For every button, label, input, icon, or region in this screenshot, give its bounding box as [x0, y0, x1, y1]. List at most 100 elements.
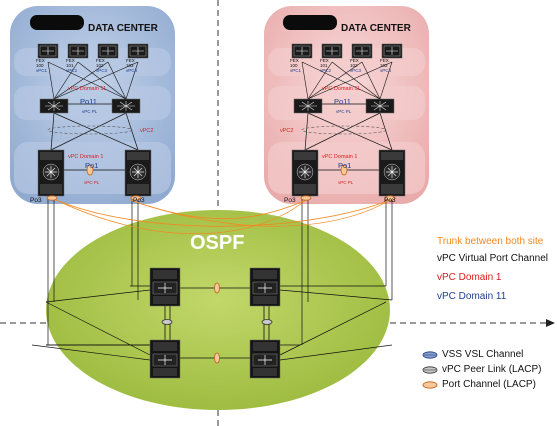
left-domain11-label: vPC Domain 11: [68, 86, 106, 92]
left-fex-label-1-2: vPC2: [66, 68, 78, 73]
right-n7k-right: [378, 149, 406, 197]
legend-port-channel: Port Channel (LACP): [442, 379, 536, 390]
right-vpc-pl-top: vPC PL: [336, 109, 352, 114]
right-domain11-label: vPC Domain 11: [322, 86, 360, 92]
right-fex-label-0-0: FEX: [290, 58, 299, 63]
right-po3-right: Po3: [384, 197, 396, 204]
trunk-left-to-right-1: [55, 199, 391, 227]
right-n5k-right: [365, 98, 395, 114]
right-fex-3: [381, 43, 403, 59]
left-fex-uplink-b-1: [77, 61, 127, 100]
trunk-cross-1: [55, 199, 307, 234]
right-n7k-left: [291, 149, 319, 197]
core-right-upper-2: [279, 289, 393, 301]
left-n5k-left: [39, 98, 69, 114]
right-fex-uplink-b-2: [361, 61, 381, 100]
core-switch-top-left: [149, 267, 181, 307]
right-fex-label-3-2: vPC4: [380, 68, 392, 73]
left-fex-0: [37, 43, 59, 59]
right-n5k-n7k-3: [304, 112, 381, 151]
left-fex-uplink-b-0: [47, 61, 127, 100]
left-po3-right: Po3: [133, 197, 145, 204]
right-po1-label: Po1: [338, 161, 351, 170]
right-dc-title: DATA CENTER: [341, 23, 412, 34]
trunk-cross-2: [129, 199, 391, 227]
left-fex-label-3-2: vPC4: [126, 68, 138, 73]
arrow-head: [546, 319, 555, 327]
right-fex-uplink-b-1: [331, 61, 381, 100]
left-domain1-label: vPC Domain 1: [68, 154, 103, 160]
left-po3-left: Po3: [30, 197, 42, 204]
left-n7k-left: [37, 149, 65, 197]
left-fex-uplink-a-2: [53, 61, 109, 100]
right-fex-label-3-1: 103: [380, 63, 388, 68]
left-fex-label-3-0: FEX: [126, 58, 135, 63]
vpc-peer-link-icon: [422, 366, 438, 374]
left-fex-1: [67, 43, 89, 59]
right-fex-label-1-0: FEX: [320, 58, 329, 63]
right-n5k-n7k-2: [307, 112, 393, 151]
left-n5k-n7k-2: [53, 112, 139, 151]
core-switch-bottom-left: [149, 339, 181, 379]
right-fex-uplink-a-2: [307, 61, 363, 100]
left-fex-label-0-1: 100: [36, 63, 44, 68]
core-switch-bottom-right: [249, 339, 281, 379]
left-n7k-right: [124, 149, 152, 197]
legend-vpc-peer-link: vPC Peer Link (LACP): [442, 364, 542, 375]
vss-vsl-icon: [422, 351, 438, 359]
right-fex-uplink-b-0: [301, 61, 381, 100]
left-fex-label-1-0: FEX: [66, 58, 75, 63]
left-fex-uplink-b-3: [125, 61, 139, 100]
right-fex-1: [321, 43, 343, 59]
ospf-label: OSPF: [190, 232, 244, 254]
left-vpc-pl-bottom: vPC PL: [84, 180, 100, 185]
right-fex-0: [291, 43, 313, 59]
right-n5k-left: [293, 98, 323, 114]
left-n5k-right: [111, 98, 141, 114]
left-fex-label-3-1: 103: [126, 63, 134, 68]
port-channel-icon: [422, 381, 438, 389]
left-fex-label-0-0: FEX: [36, 58, 45, 63]
core-left-peer-link: [161, 319, 173, 325]
left-fex-uplink-b-2: [107, 61, 127, 100]
link-layer: [31, 61, 393, 361]
left-n5k-n7k-4: [125, 112, 139, 151]
core-switch-top-right: [249, 267, 281, 307]
left-n5k-n7k-3: [50, 112, 127, 151]
core-left-lower-1: [31, 344, 151, 361]
legend-vpc-domain-1: vPC Domain 1: [437, 272, 502, 283]
right-fex-label-0-2: vPC1: [290, 68, 302, 73]
right-fex-label-1-2: vPC2: [320, 68, 332, 73]
right-po1-channel: [340, 164, 348, 176]
right-domain1-label: vPC Domain 1: [322, 154, 357, 160]
legend-trunk: Trunk between both site: [437, 236, 544, 247]
left-po1-channel: [86, 164, 94, 176]
right-fex-label-0-1: 100: [290, 63, 298, 68]
left-vpc2-label: vPC2: [140, 128, 153, 134]
right-fex-uplink-a-1: [307, 61, 333, 100]
left-redacted-name: [30, 15, 84, 30]
core-upper-port-channel: [214, 282, 220, 294]
right-redacted-name: [283, 15, 337, 30]
legend-vss-vsl: VSS VSL Channel: [442, 349, 524, 360]
right-fex-label-1-1: 101: [320, 63, 328, 68]
left-po1-label: Po1: [85, 161, 98, 170]
left-fex-label-1-1: 101: [66, 63, 74, 68]
core-right-lower-1: [279, 344, 393, 361]
device-layer: FEX100vPC1FEX101vPC2FEX102vPC3FEX103vPC4…: [36, 43, 406, 379]
left-po3-right-channel: [130, 195, 142, 201]
left-fex-uplink-a-0: [47, 61, 55, 100]
left-fex-2: [97, 43, 119, 59]
left-fex-label-2-1: 102: [96, 63, 104, 68]
right-n5k-n7k-4: [379, 112, 393, 151]
left-fex-label-0-2: vPC1: [36, 68, 48, 73]
right-po11-label: Po11: [334, 97, 351, 106]
right-po3-left-channel: [300, 195, 312, 201]
core-lower-port-channel: [214, 352, 220, 364]
core-left-upper-2: [45, 289, 151, 303]
right-vpc-pl-bottom: vPC PL: [338, 180, 354, 185]
right-fex-label-3-0: FEX: [380, 58, 389, 63]
right-po3-left: Po3: [284, 197, 296, 204]
right-fex-label-2-1: 102: [350, 63, 358, 68]
